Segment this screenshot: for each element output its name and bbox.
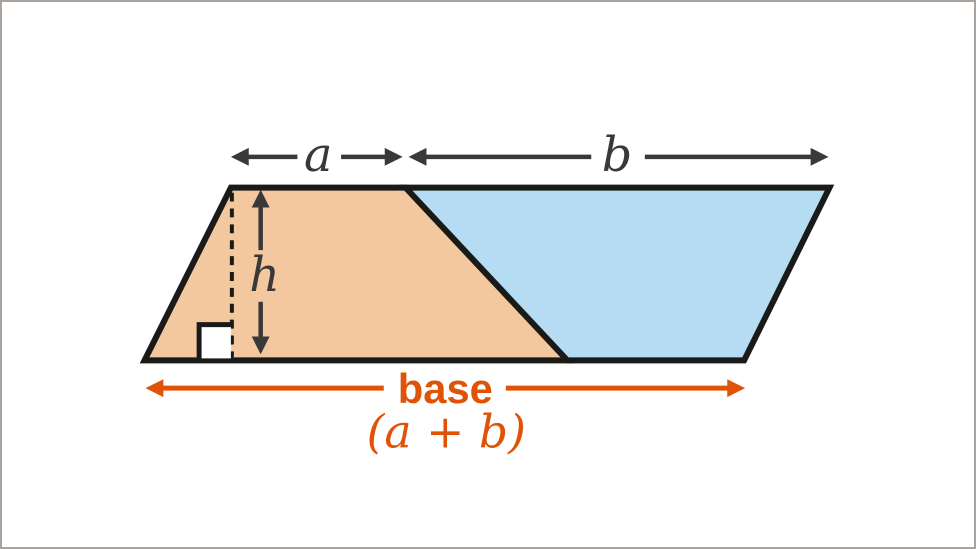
side-b-arrowhead-right <box>810 147 829 166</box>
height-label: h <box>249 248 280 303</box>
right-trapezium <box>398 184 835 364</box>
right-angle-marker-fill <box>201 326 231 359</box>
parallelogram-shape <box>139 184 835 364</box>
base-label: base <box>398 365 493 412</box>
side-b-arrowhead-left <box>408 147 427 166</box>
height-arrowhead-up <box>251 189 270 208</box>
base-measure-arrow: base (a + b) <box>145 365 746 459</box>
height-construction <box>196 192 234 359</box>
side-a-arrowhead-right <box>384 147 403 166</box>
side-a-arrowhead-left <box>230 147 249 166</box>
right-angle-marker <box>196 322 233 359</box>
side-a-label: a <box>304 128 332 183</box>
side-b-measure-arrow: b <box>408 128 829 183</box>
side-b-label: b <box>602 128 633 183</box>
height-measure-arrow: h <box>249 189 280 355</box>
base-arrowhead-left <box>145 379 164 398</box>
height-arrowhead-down <box>251 336 270 355</box>
base-arrowhead-right <box>727 379 746 398</box>
base-formula-label: (a + b) <box>367 406 526 459</box>
side-a-measure-arrow: a <box>230 128 403 183</box>
